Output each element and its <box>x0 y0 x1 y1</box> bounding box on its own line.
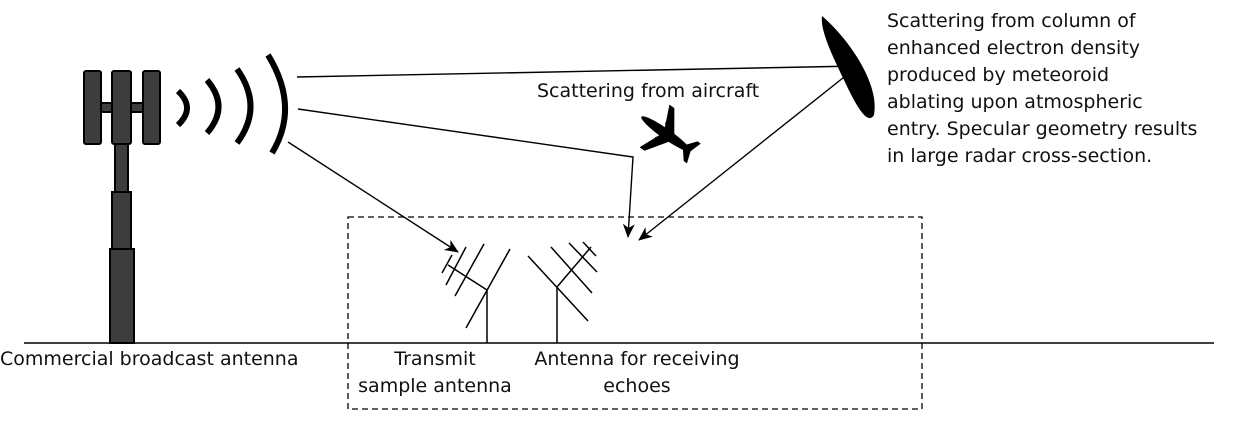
path-meteor-to-rx <box>638 65 859 241</box>
meteor-trail-icon <box>821 16 875 119</box>
transmit-sample-label-line1: Transmit <box>394 348 476 370</box>
path-via-aircraft <box>297 108 635 238</box>
path-to-meteor <box>296 65 859 78</box>
signal-paths <box>287 65 859 253</box>
meteor-label-line: produced by meteoroid <box>887 64 1110 86</box>
meteor-label-line: Scattering from column of <box>887 10 1136 32</box>
airplane-icon <box>639 104 701 164</box>
receiving-antenna-label: Antenna for receiving echoes <box>527 346 747 400</box>
path-direct-to-tx <box>287 141 459 253</box>
radio-waves-icon <box>175 53 289 155</box>
meteor-label-line: entry. Specular geometry results <box>887 118 1198 140</box>
meteor-label-line: in large radar cross-section. <box>887 145 1153 167</box>
yagi-antenna-icon <box>527 241 598 343</box>
transmit-sample-label: Transmit sample antenna <box>355 346 515 400</box>
measurement-area-box <box>347 216 923 410</box>
broadcast-tower-icon <box>83 70 161 344</box>
broadcast-antenna-label: Commercial broadcast antenna <box>0 348 299 370</box>
aircraft-label: Scattering from aircraft <box>537 80 760 102</box>
yagi-antenna-icon <box>441 243 511 343</box>
receiving-antenna-label-line2: echoes <box>603 375 671 397</box>
receiving-antenna-label-line1: Antenna for receiving <box>534 348 740 370</box>
meteor-label: Scattering from column of enhanced elect… <box>887 8 1197 170</box>
meteor-label-line: enhanced electron density <box>887 37 1141 59</box>
transmit-sample-label-line2: sample antenna <box>358 375 512 397</box>
meteor-label-line: ablating upon atmospheric <box>887 91 1143 113</box>
